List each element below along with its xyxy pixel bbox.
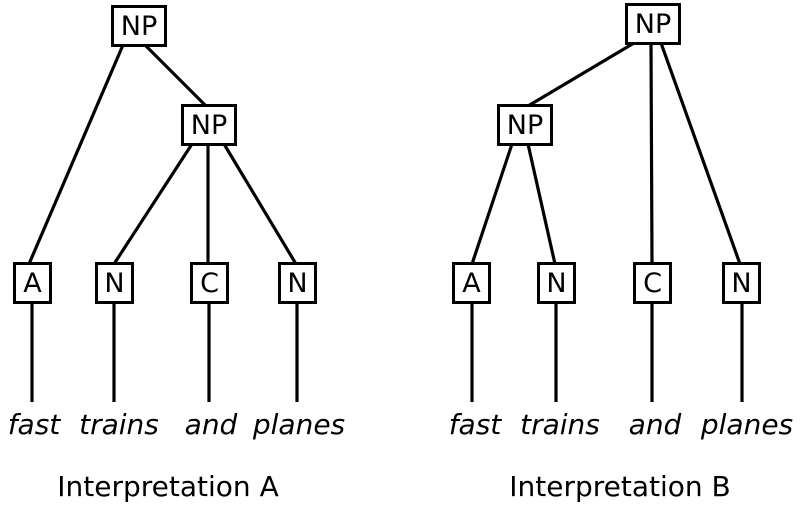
edge-a-root-to-inner	[143, 43, 208, 108]
edge-a-inner-to-n2	[222, 143, 298, 265]
tree-b-leaf-a-node: A	[452, 262, 491, 304]
edge-a-root-to-a	[27, 44, 125, 265]
edge-a-inner-to-n1	[112, 143, 194, 265]
tree-a-leaf-n1-node: N	[95, 262, 134, 304]
tree-b-word-and: and	[628, 408, 682, 441]
tree-b-word-trains: trains	[520, 408, 600, 441]
edge-b-root-to-inner	[527, 41, 635, 108]
tree-b-root-np-node: NP	[625, 3, 681, 45]
edge-b-root-to-n2	[659, 42, 742, 265]
tree-b-caption: Interpretation B	[509, 470, 731, 503]
tree-a-word-planes: planes	[252, 408, 346, 441]
tree-b-inner-np-node: NP	[497, 104, 553, 146]
tree-b-word-planes: planes	[700, 408, 794, 441]
tree-a-leaf-n2-node: N	[278, 262, 317, 304]
edge-b-root-to-c	[649, 42, 654, 265]
tree-a-word-fast: fast	[7, 408, 61, 441]
tree-b-leaf-n2-node: N	[722, 262, 761, 304]
tree-b-word-fast: fast	[448, 408, 502, 441]
tree-a-inner-np-node: NP	[181, 104, 237, 146]
edge-b-inner-to-a	[470, 143, 514, 265]
edge-b-inner-to-n1	[526, 143, 557, 265]
tree-a-caption: Interpretation A	[57, 470, 279, 503]
tree-b-leaf-c-node: C	[633, 262, 672, 304]
tree-a-leaf-c-node: C	[190, 262, 229, 304]
tree-a-word-trains: trains	[79, 408, 159, 441]
tree-a-word-and: and	[184, 408, 238, 441]
tree-a-root-np-node: NP	[111, 5, 167, 47]
tree-a-leaf-a-node: A	[13, 262, 52, 304]
tree-b-leaf-n1-node: N	[537, 262, 576, 304]
